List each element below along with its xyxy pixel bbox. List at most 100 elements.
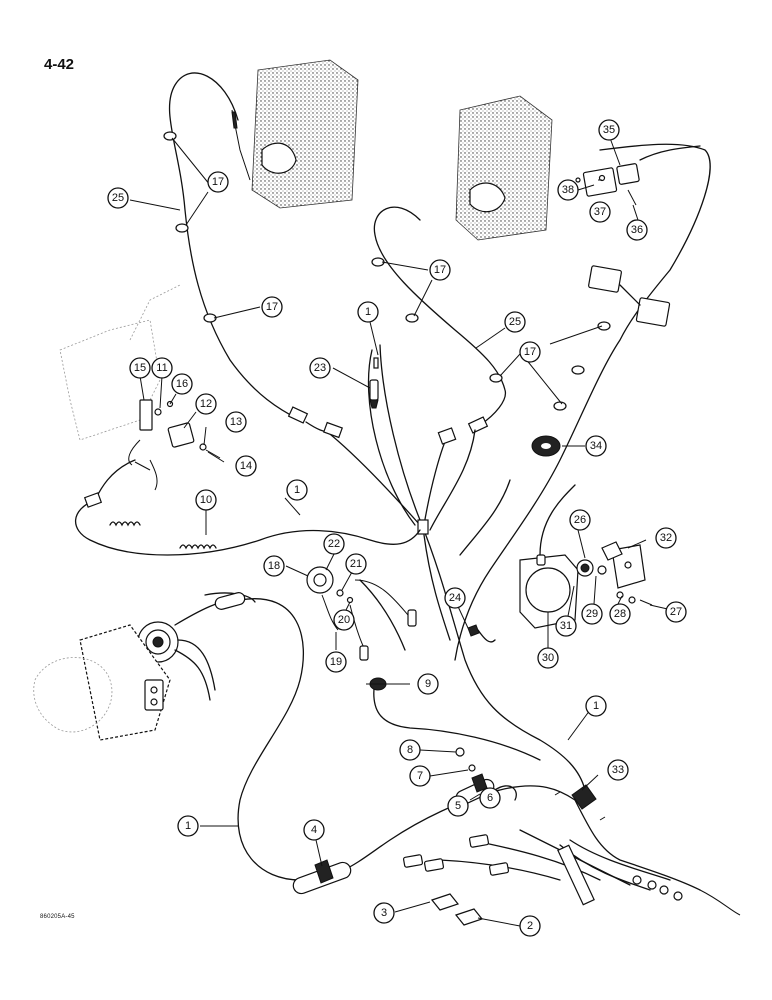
callout-label: 1 bbox=[294, 484, 300, 496]
callout-9: 9 bbox=[417, 673, 439, 695]
left-lamp-housing bbox=[231, 59, 359, 209]
callout-label: 30 bbox=[542, 652, 554, 664]
callout-label: 1 bbox=[185, 820, 191, 832]
callout-21: 21 bbox=[345, 553, 367, 575]
callout-16: 16 bbox=[171, 373, 193, 395]
callout-1d: 1 bbox=[177, 815, 199, 837]
callout-1a: 1 bbox=[286, 479, 308, 501]
callout-label: 1 bbox=[593, 700, 599, 712]
callout-19: 19 bbox=[325, 651, 347, 673]
callout-label: 26 bbox=[574, 514, 586, 526]
callout-25b: 25 bbox=[504, 311, 526, 333]
ignition-switch-assembly bbox=[306, 566, 417, 661]
relay-35-assembly bbox=[575, 145, 701, 327]
callout-label: 38 bbox=[562, 184, 574, 196]
callout-2: 2 bbox=[519, 915, 541, 937]
callout-label: 25 bbox=[112, 192, 124, 204]
left-switch-wire bbox=[74, 459, 421, 556]
page-number: 4-42 bbox=[44, 56, 75, 73]
callout-13: 13 bbox=[225, 411, 247, 433]
callout-label: 7 bbox=[417, 770, 423, 782]
callout-36: 36 bbox=[626, 219, 648, 241]
callout-label: 29 bbox=[586, 608, 598, 620]
callout-label: 27 bbox=[670, 606, 682, 618]
callout-14: 14 bbox=[235, 455, 257, 477]
callout-label: 35 bbox=[603, 124, 615, 136]
cable-clips-17 bbox=[163, 131, 611, 411]
switch-bracket-assembly bbox=[59, 284, 221, 491]
callout-label: 21 bbox=[350, 558, 362, 570]
callout-3: 3 bbox=[373, 902, 395, 924]
callout-30: 30 bbox=[537, 647, 559, 669]
callout-label: 20 bbox=[338, 614, 350, 626]
right-lamp-wire bbox=[373, 206, 507, 434]
callout-label: 33 bbox=[612, 764, 624, 776]
callout-label: 5 bbox=[455, 800, 461, 812]
sender-23 bbox=[369, 357, 379, 409]
callout-label: 32 bbox=[660, 532, 672, 544]
callout-8: 8 bbox=[399, 739, 421, 761]
callout-label: 1 bbox=[365, 306, 371, 318]
leader-lines bbox=[129, 137, 673, 927]
callout-25a: 25 bbox=[107, 187, 129, 209]
callout-20: 20 bbox=[333, 609, 355, 631]
callout-37: 37 bbox=[589, 201, 611, 223]
callout-label: 19 bbox=[330, 656, 342, 668]
callout-label: 28 bbox=[614, 608, 626, 620]
callout-label: 8 bbox=[407, 744, 413, 756]
callout-11: 11 bbox=[151, 357, 173, 379]
callout-label: 17 bbox=[266, 301, 278, 313]
lower-harness-loop bbox=[204, 579, 576, 881]
callout-12: 12 bbox=[195, 393, 217, 415]
callout-label: 37 bbox=[594, 206, 606, 218]
callout-label: 14 bbox=[240, 460, 252, 472]
callout-label: 3 bbox=[381, 907, 387, 919]
callout-1c: 1 bbox=[585, 695, 607, 717]
callout-29: 29 bbox=[581, 603, 603, 625]
callout-label: 16 bbox=[176, 378, 188, 390]
callout-label: 2 bbox=[527, 920, 533, 932]
callout-label: 31 bbox=[560, 620, 572, 632]
callout-17b: 17 bbox=[261, 296, 283, 318]
callout-15: 15 bbox=[129, 357, 151, 379]
callout-17d: 17 bbox=[519, 341, 541, 363]
callout-label: 24 bbox=[449, 592, 461, 604]
callout-27: 27 bbox=[665, 601, 687, 623]
callout-label: 23 bbox=[314, 362, 326, 374]
callout-7: 7 bbox=[409, 765, 431, 787]
callout-33: 33 bbox=[607, 759, 629, 781]
bottom-connectors bbox=[402, 834, 510, 926]
callout-label: 17 bbox=[524, 346, 536, 358]
callout-label: 18 bbox=[268, 560, 280, 572]
callout-35: 35 bbox=[598, 119, 620, 141]
callout-22: 22 bbox=[323, 533, 345, 555]
callout-label: 13 bbox=[230, 416, 242, 428]
callout-23: 23 bbox=[309, 357, 331, 379]
callout-label: 9 bbox=[425, 678, 431, 690]
callout-label: 22 bbox=[328, 538, 340, 550]
callout-28: 28 bbox=[609, 603, 631, 625]
grommet-34 bbox=[531, 435, 561, 457]
callout-4: 4 bbox=[303, 819, 325, 841]
callout-label: 12 bbox=[200, 398, 212, 410]
spring-10 bbox=[109, 521, 217, 550]
figure-id: 860205A-45 bbox=[40, 914, 75, 920]
callout-17a: 17 bbox=[207, 171, 229, 193]
right-lamp-housing bbox=[455, 95, 553, 241]
callout-32: 32 bbox=[655, 527, 677, 549]
left-round-connector bbox=[33, 592, 246, 741]
callout-label: 25 bbox=[509, 316, 521, 328]
callout-38: 38 bbox=[557, 179, 579, 201]
callout-label: 10 bbox=[200, 494, 212, 506]
callout-5: 5 bbox=[447, 795, 469, 817]
callout-18: 18 bbox=[263, 555, 285, 577]
callout-label: 15 bbox=[134, 362, 146, 374]
callout-label: 36 bbox=[631, 224, 643, 236]
callout-17c: 17 bbox=[429, 259, 451, 281]
right-bottom-branches bbox=[439, 799, 741, 916]
callout-1b: 1 bbox=[357, 301, 379, 323]
left-lamp-wire bbox=[168, 72, 331, 433]
callout-31: 31 bbox=[555, 615, 577, 637]
callout-10: 10 bbox=[195, 489, 217, 511]
